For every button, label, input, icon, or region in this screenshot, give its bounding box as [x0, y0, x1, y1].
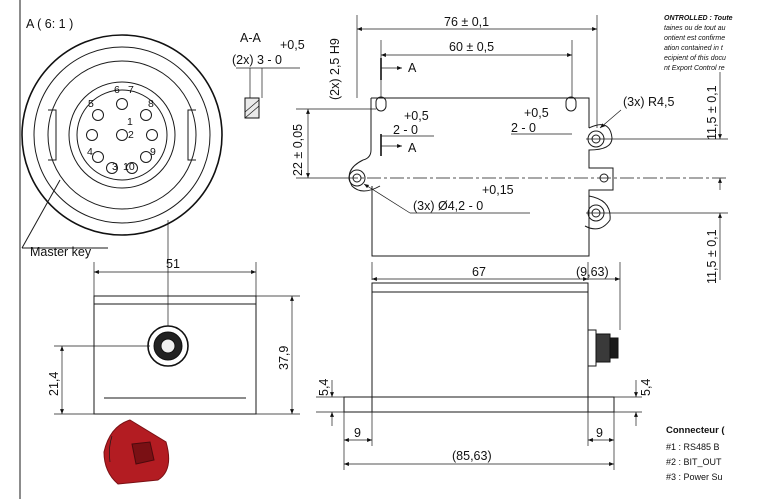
master-key-leader [21, 179, 61, 249]
section-label: A-A [240, 31, 262, 45]
radius-leader [599, 109, 622, 129]
pin-label-1: 1 [127, 116, 133, 128]
notice-line-5: ecipient of this docu [664, 55, 726, 62]
notice-line-4: ation contained in t [664, 45, 724, 52]
pin-hole-4 [92, 151, 104, 163]
hole-tol-label: +0,15 [482, 183, 514, 197]
side-foot-left [343, 396, 373, 413]
slot-right [565, 96, 577, 112]
pin-label-9: 9 [150, 146, 156, 158]
dim115-top-label: 11,5 ± 0,1 [705, 85, 719, 140]
connector-ring-4 [68, 81, 176, 189]
notice-line-2: taines ou de tout au [664, 25, 726, 32]
key-slot-right [187, 109, 196, 161]
key-slot-left [48, 109, 57, 161]
pin-hole-top [116, 98, 128, 110]
section-tol-top: +0,5 [280, 38, 305, 52]
pin-hole-5 [92, 109, 104, 121]
pin-hole-10 [126, 162, 138, 174]
top-ear-left [348, 159, 381, 192]
dim67-label: 67 [472, 265, 486, 279]
connector-insert [76, 89, 168, 181]
section-tol-line: (2x) 3 - 0 [232, 53, 282, 67]
side-view: 67 (9,63) 5,4 5,4 9 9 [316, 262, 653, 470]
slot-dim-label: (2x) 2,5 H9 [328, 38, 342, 100]
dim76-label: 76 ± 0,1 [444, 15, 489, 29]
pin-label-7: 7 [128, 84, 134, 96]
dim379-label: 37,9 [277, 346, 291, 370]
pin-hole-left [86, 129, 98, 141]
radius-label: (3x) R4,5 [623, 95, 674, 109]
side-body [371, 282, 589, 398]
side-connector-tip [609, 337, 619, 359]
front-connector-face [160, 338, 176, 354]
pin-label-10: 10 [123, 161, 135, 173]
section-mark-bottom: A [408, 141, 417, 155]
connector-pin-1: #1 : RS485 B [666, 442, 720, 452]
pin-hole-right [146, 129, 158, 141]
side-connector-flange [587, 329, 597, 367]
slot-right-tol-top: +0,5 [524, 106, 549, 120]
pin-label-8: 8 [148, 98, 154, 110]
top-ear-right [584, 124, 614, 230]
master-key-notch [131, 441, 155, 465]
front-view: 51 37,9 21,4 [47, 220, 300, 485]
detail-view: A ( 6: 1 ) 6 7 5 8 1 2 4 9 3 10 Master k… [21, 17, 223, 259]
notice-line-1: ONTROLLED : Toute [664, 15, 733, 22]
dim54-left-label: 5,4 [317, 379, 331, 396]
dim54-right-label: 5,4 [639, 379, 653, 396]
connector-ring-2 [33, 46, 211, 224]
dim115-bottom-label: 11,5 ± 0,1 [705, 229, 719, 284]
hole-dia-label: (3x) Ø4,2 - 0 [413, 199, 483, 213]
dim9-right-label: 9 [596, 426, 603, 440]
dim963-label: (9,63) [576, 265, 609, 279]
dim60-label: 60 ± 0,5 [449, 40, 494, 54]
confidentiality-notice: ONTROLLED : Toute taines ou de tout au o… [664, 15, 733, 72]
slot-left [375, 96, 387, 112]
pin-hole-8 [140, 109, 152, 121]
section-hatch-1 [244, 99, 260, 113]
connector-pin-3: #3 : Power Su [666, 472, 723, 482]
slot-right-tol-bottom: 2 - 0 [511, 121, 536, 135]
pin-label-5: 5 [88, 98, 94, 110]
dim22-label: 22 ± 0,05 [291, 124, 305, 176]
connector-pinout: Connecteur ( #1 : RS485 B #2 : BIT_OUT #… [666, 425, 725, 482]
connector-ring-3 [47, 60, 197, 210]
master-key-edge [108, 435, 113, 463]
pin-label-4: 4 [87, 146, 93, 158]
pin-label-2: 2 [128, 129, 134, 141]
side-connector-body [595, 333, 611, 363]
section-view: A-A +0,5 (2x) 3 - 0 (2x) 2,5 H9 [232, 31, 342, 119]
slot-left-tol-top: +0,5 [404, 109, 429, 123]
pin-label-6: 6 [114, 84, 120, 96]
connector-outer-ring [21, 34, 223, 236]
dim9-left-label: 9 [354, 426, 361, 440]
top-view: 76 ± 0,1 60 ± 0,5 A A +0,5 2 - 0 [291, 15, 728, 284]
connector-pin-2: #2 : BIT_OUT [666, 457, 722, 467]
pin-label-3: 3 [112, 161, 118, 173]
dim8563-label: (85,63) [452, 449, 492, 463]
side-foot-right [587, 396, 615, 413]
dim214-label: 21,4 [47, 372, 61, 396]
dim51-label: 51 [166, 257, 180, 271]
section-hatch-2 [244, 105, 260, 119]
top-body-outline [362, 97, 590, 257]
connector-title: Connecteur ( [666, 425, 725, 436]
pin-hole-3 [106, 162, 118, 174]
front-body [93, 295, 257, 415]
detail-view-label: A ( 6: 1 ) [26, 17, 73, 31]
pin-hole-center [116, 129, 128, 141]
slot-left-tol-bottom: 2 - 0 [393, 123, 418, 137]
notice-line-3: ontient est confirme [664, 35, 725, 42]
notice-line-6: nt Export Control re [664, 65, 725, 72]
pin-hole-9 [140, 151, 152, 163]
hole-dia-leader [363, 183, 411, 214]
master-key-label: Master key [30, 245, 92, 259]
section-mark-top: A [408, 61, 417, 75]
